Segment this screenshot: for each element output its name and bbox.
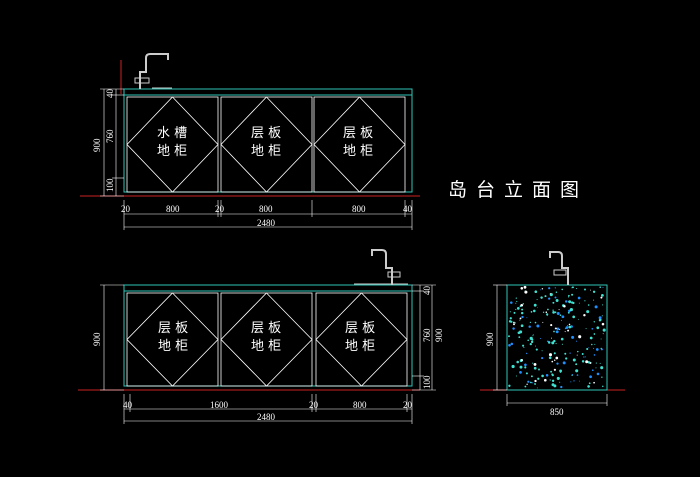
countertop-2 bbox=[123, 284, 413, 292]
top-wdim-3: 20 bbox=[215, 204, 225, 214]
top-vertical-dims bbox=[100, 88, 124, 197]
bot-right-dim-760: 760 bbox=[422, 328, 432, 342]
bot-right-dim-40: 40 bbox=[422, 286, 432, 296]
door-b1-diamond bbox=[126, 292, 219, 387]
bot-right-dim-900: 900 bbox=[434, 328, 444, 342]
bottom-horizontal-dims bbox=[123, 394, 413, 424]
bot-wdim-5: 20 bbox=[403, 400, 413, 410]
cab-top-2-line1: 层 板 bbox=[251, 126, 281, 141]
bot-right-dim-100: 100 bbox=[422, 375, 432, 389]
terrazzo-speckles bbox=[508, 285, 606, 389]
cab-top-1-line1: 水 槽 bbox=[157, 126, 187, 141]
cab-bot-1-line2: 地 柜 bbox=[158, 339, 188, 354]
side-horizontal-dim bbox=[506, 394, 608, 406]
faucet-icon bbox=[139, 53, 169, 89]
cab-bot-3-line2: 地 柜 bbox=[345, 339, 375, 354]
top-dim-100: 100 bbox=[105, 178, 115, 192]
door-3-diamond bbox=[313, 96, 406, 193]
cab-bot-1-line1: 层 板 bbox=[158, 321, 188, 336]
side-view: 900 850 bbox=[480, 251, 625, 417]
cab-top-1-line2: 地 柜 bbox=[157, 144, 187, 159]
top-dim-40: 40 bbox=[105, 89, 115, 99]
bot-wdim-4: 800 bbox=[353, 400, 367, 410]
door-b2-diamond bbox=[220, 292, 313, 387]
bot-wdim-1: 40 bbox=[123, 400, 133, 410]
door-1-diamond bbox=[126, 96, 219, 193]
door-b3-diamond bbox=[315, 292, 408, 387]
faucet-lever bbox=[134, 77, 150, 84]
bottom-right-dims bbox=[412, 284, 436, 391]
bottom-left-dims bbox=[100, 284, 124, 391]
top-dim-760: 760 bbox=[105, 129, 115, 143]
cab-bot-2-line2: 地 柜 bbox=[251, 339, 281, 354]
drawing-title: 岛台立面图 bbox=[448, 179, 588, 201]
cab-bot-3-line1: 层 板 bbox=[345, 321, 375, 336]
bottom-elevation: 层 板 地 柜 层 板 地 柜 层 板 地 柜 900 40 760 100 9… bbox=[78, 249, 444, 424]
bot-wdim-3: 20 bbox=[309, 400, 319, 410]
cab-top-3-line2: 地 柜 bbox=[343, 144, 373, 159]
side-dim-900: 900 bbox=[485, 332, 495, 346]
top-wdim-1: 20 bbox=[121, 204, 131, 214]
side-dim-850: 850 bbox=[550, 407, 564, 417]
cab-top-3-line1: 层 板 bbox=[343, 126, 373, 141]
top-wdim-5: 800 bbox=[352, 204, 366, 214]
bot-wdim-2: 1600 bbox=[210, 400, 229, 410]
side-vertical-dim bbox=[493, 284, 507, 391]
countertop bbox=[123, 88, 413, 96]
faucet-icon-2 bbox=[371, 249, 393, 285]
top-dim-900: 900 bbox=[92, 138, 102, 152]
top-wdim-4: 800 bbox=[259, 204, 273, 214]
cab-bot-2-line1: 层 板 bbox=[251, 321, 281, 336]
top-wdim-2: 800 bbox=[166, 204, 180, 214]
top-horizontal-dims bbox=[123, 200, 413, 230]
bot-left-dim-900: 900 bbox=[92, 332, 102, 346]
door-2-diamond bbox=[220, 96, 313, 193]
top-elevation: 水 槽 地 柜 层 板 地 柜 层 板 地 柜 900 40 760 100 bbox=[80, 53, 420, 230]
faucet-icon-3 bbox=[549, 251, 569, 285]
bot-overall-dim: 2480 bbox=[257, 412, 276, 422]
faucet-lever-3 bbox=[553, 269, 567, 276]
faucet-lever-2 bbox=[387, 271, 401, 278]
top-overall-dim: 2480 bbox=[257, 218, 276, 228]
top-wdim-6: 40 bbox=[403, 204, 413, 214]
cab-top-2-line2: 地 柜 bbox=[251, 144, 281, 159]
